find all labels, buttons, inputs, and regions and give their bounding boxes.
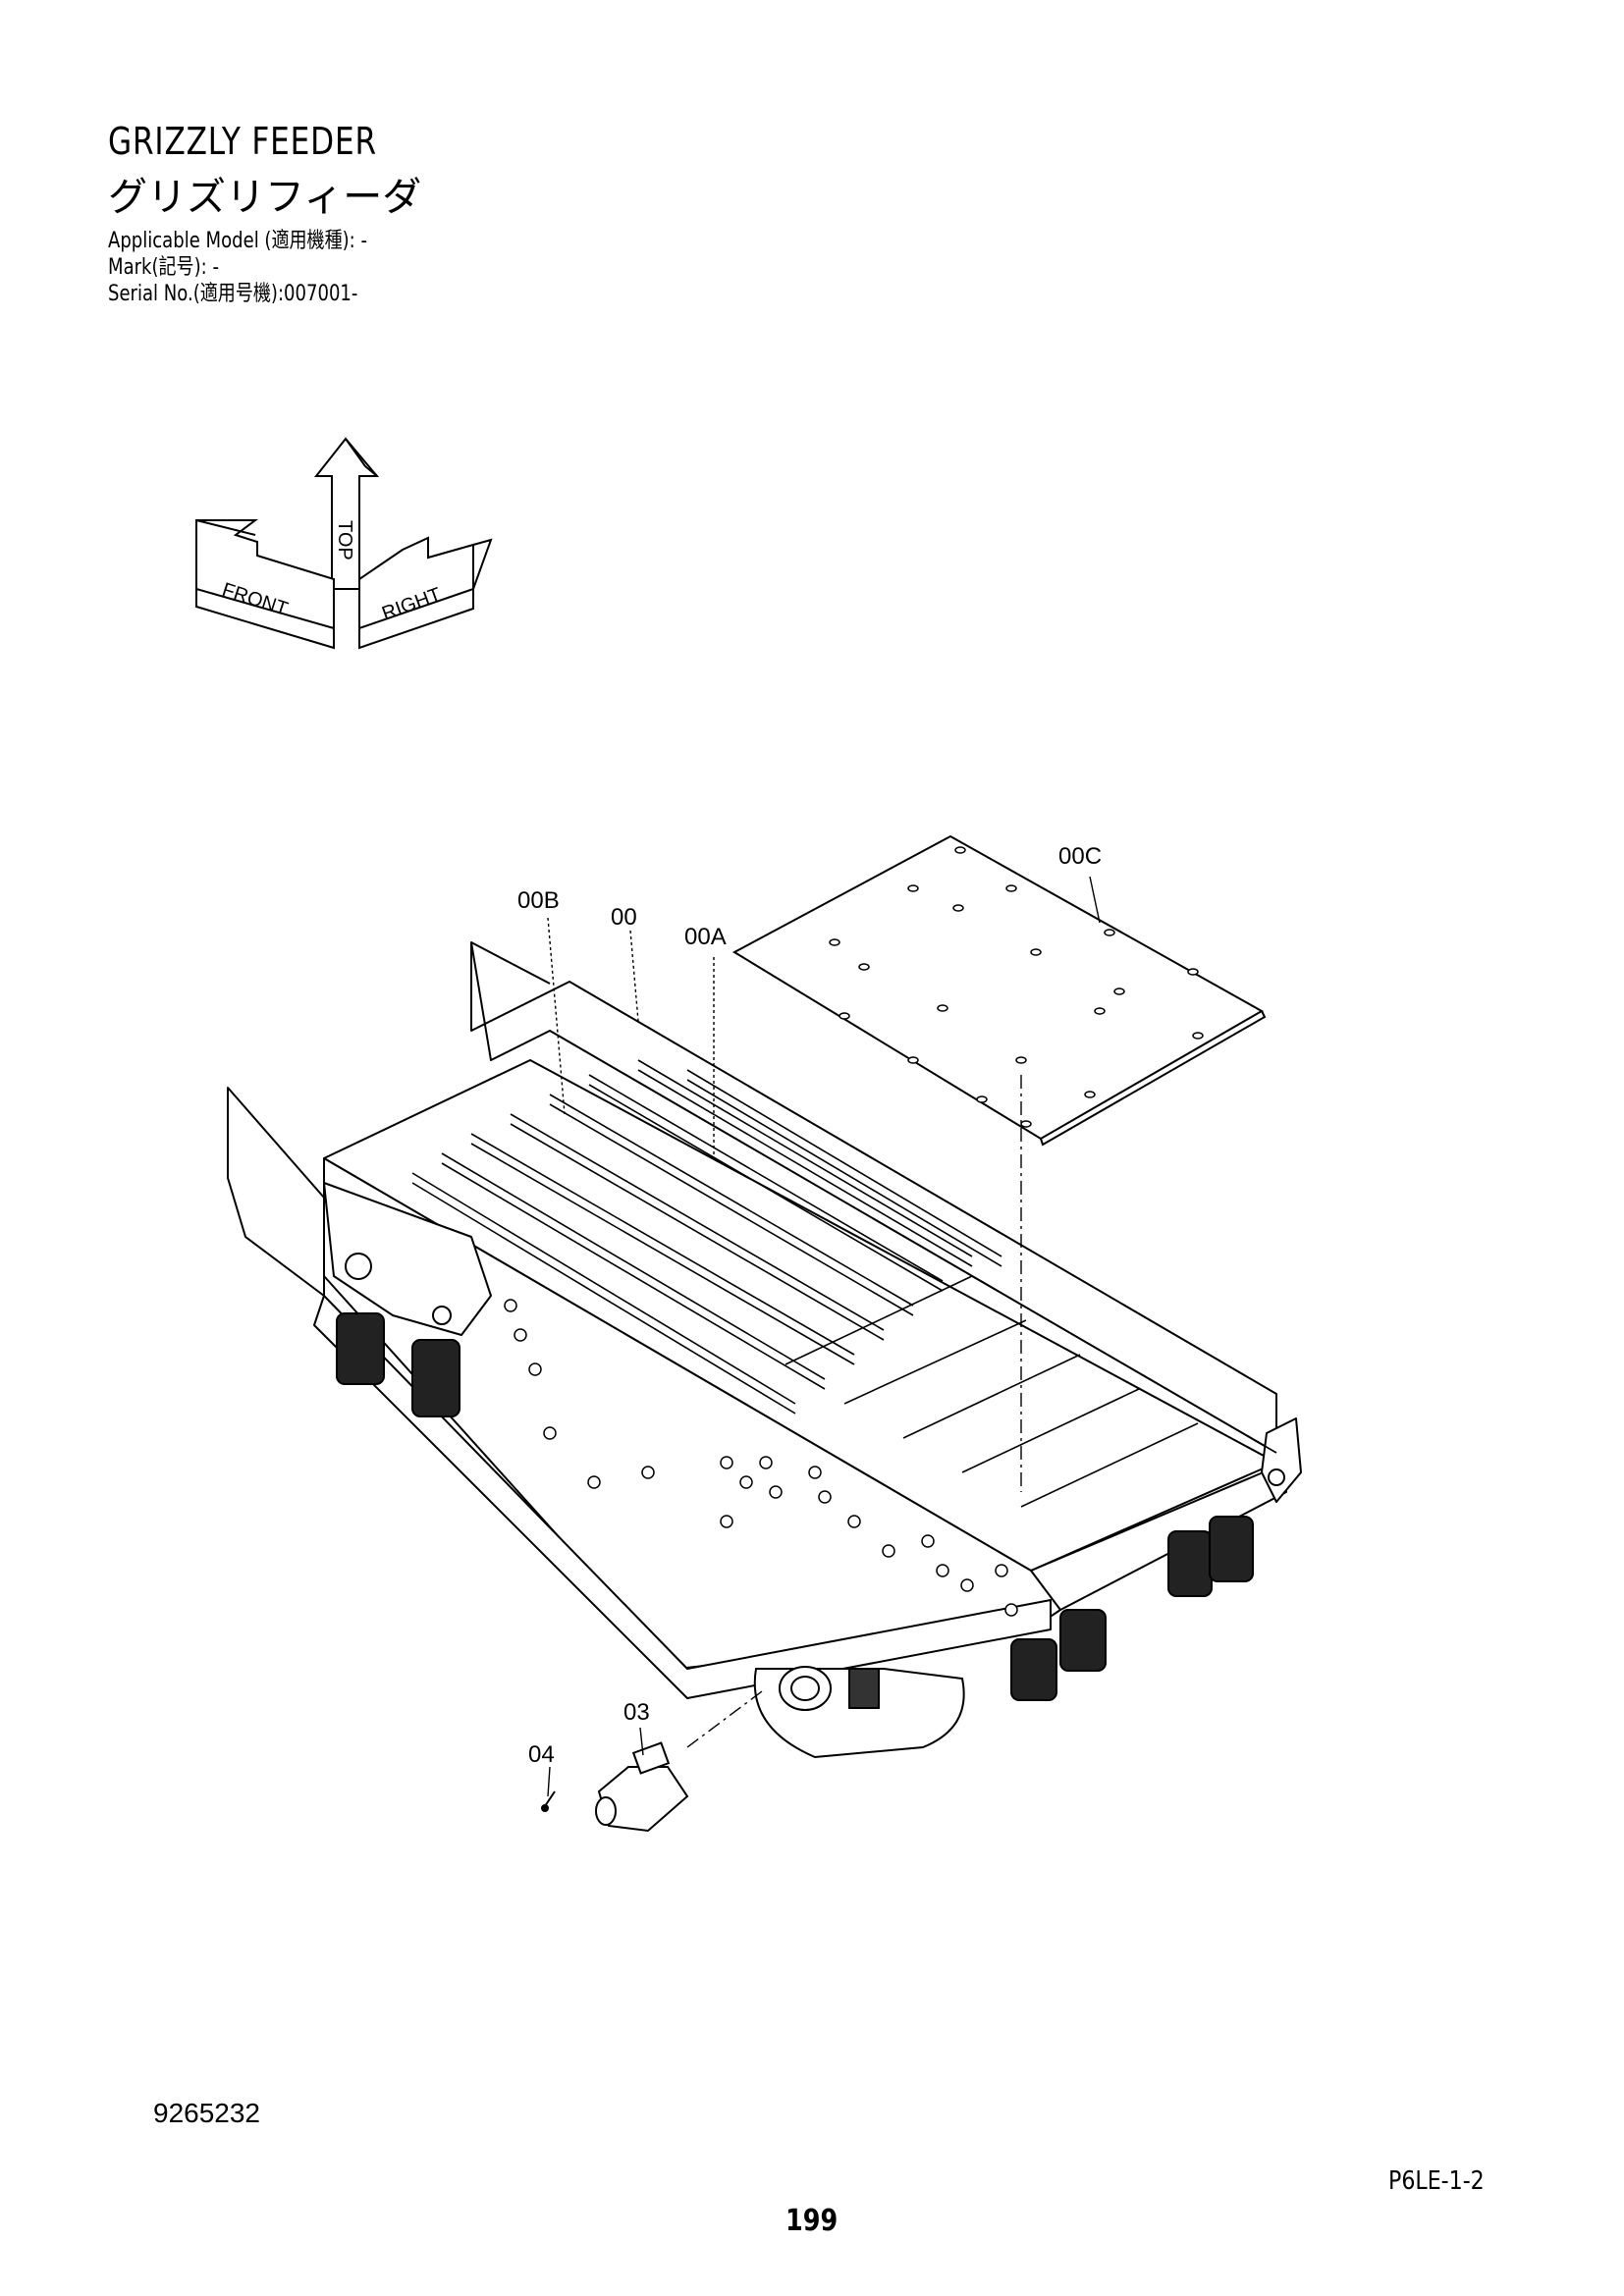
mark: Mark(記号): -	[108, 255, 219, 280]
leader-lines	[547, 876, 1101, 1797]
page-code: P6LE-1-2	[1388, 2166, 1485, 2196]
orientation-top-label: TOP	[334, 520, 355, 561]
callout-00: 00	[611, 904, 637, 931]
callout-00b: 00B	[517, 887, 560, 914]
callout-00a: 00A	[684, 924, 727, 950]
cover-plate	[731, 834, 1267, 1147]
feeder-body	[227, 941, 1302, 1699]
callout-00c: 00C	[1058, 843, 1102, 870]
grizzly-bars	[411, 1059, 1277, 1508]
bolt-pattern	[504, 1299, 1018, 1617]
page-number: 199	[785, 2204, 839, 2238]
title-english: GRIZZLY FEEDER	[108, 120, 377, 163]
document-number: 9265232	[153, 2098, 261, 2128]
callout-04: 04	[528, 1741, 555, 1768]
springs	[336, 1312, 1254, 1701]
meta-block: Applicable Model (適用機種): - Mark(記号): - S…	[108, 228, 367, 307]
exciter-unit	[753, 1666, 965, 1759]
serial-number: Serial No.(適用号機):007001-	[108, 282, 358, 306]
hydraulic-motor	[595, 1741, 689, 1833]
title-japanese: グリズリフィーダ	[108, 175, 422, 220]
applicable-model: Applicable Model (適用機種): -	[108, 229, 368, 253]
bolt-04	[541, 1790, 556, 1812]
orientation-arrows-icon	[195, 437, 493, 650]
callout-03: 03	[623, 1699, 650, 1726]
